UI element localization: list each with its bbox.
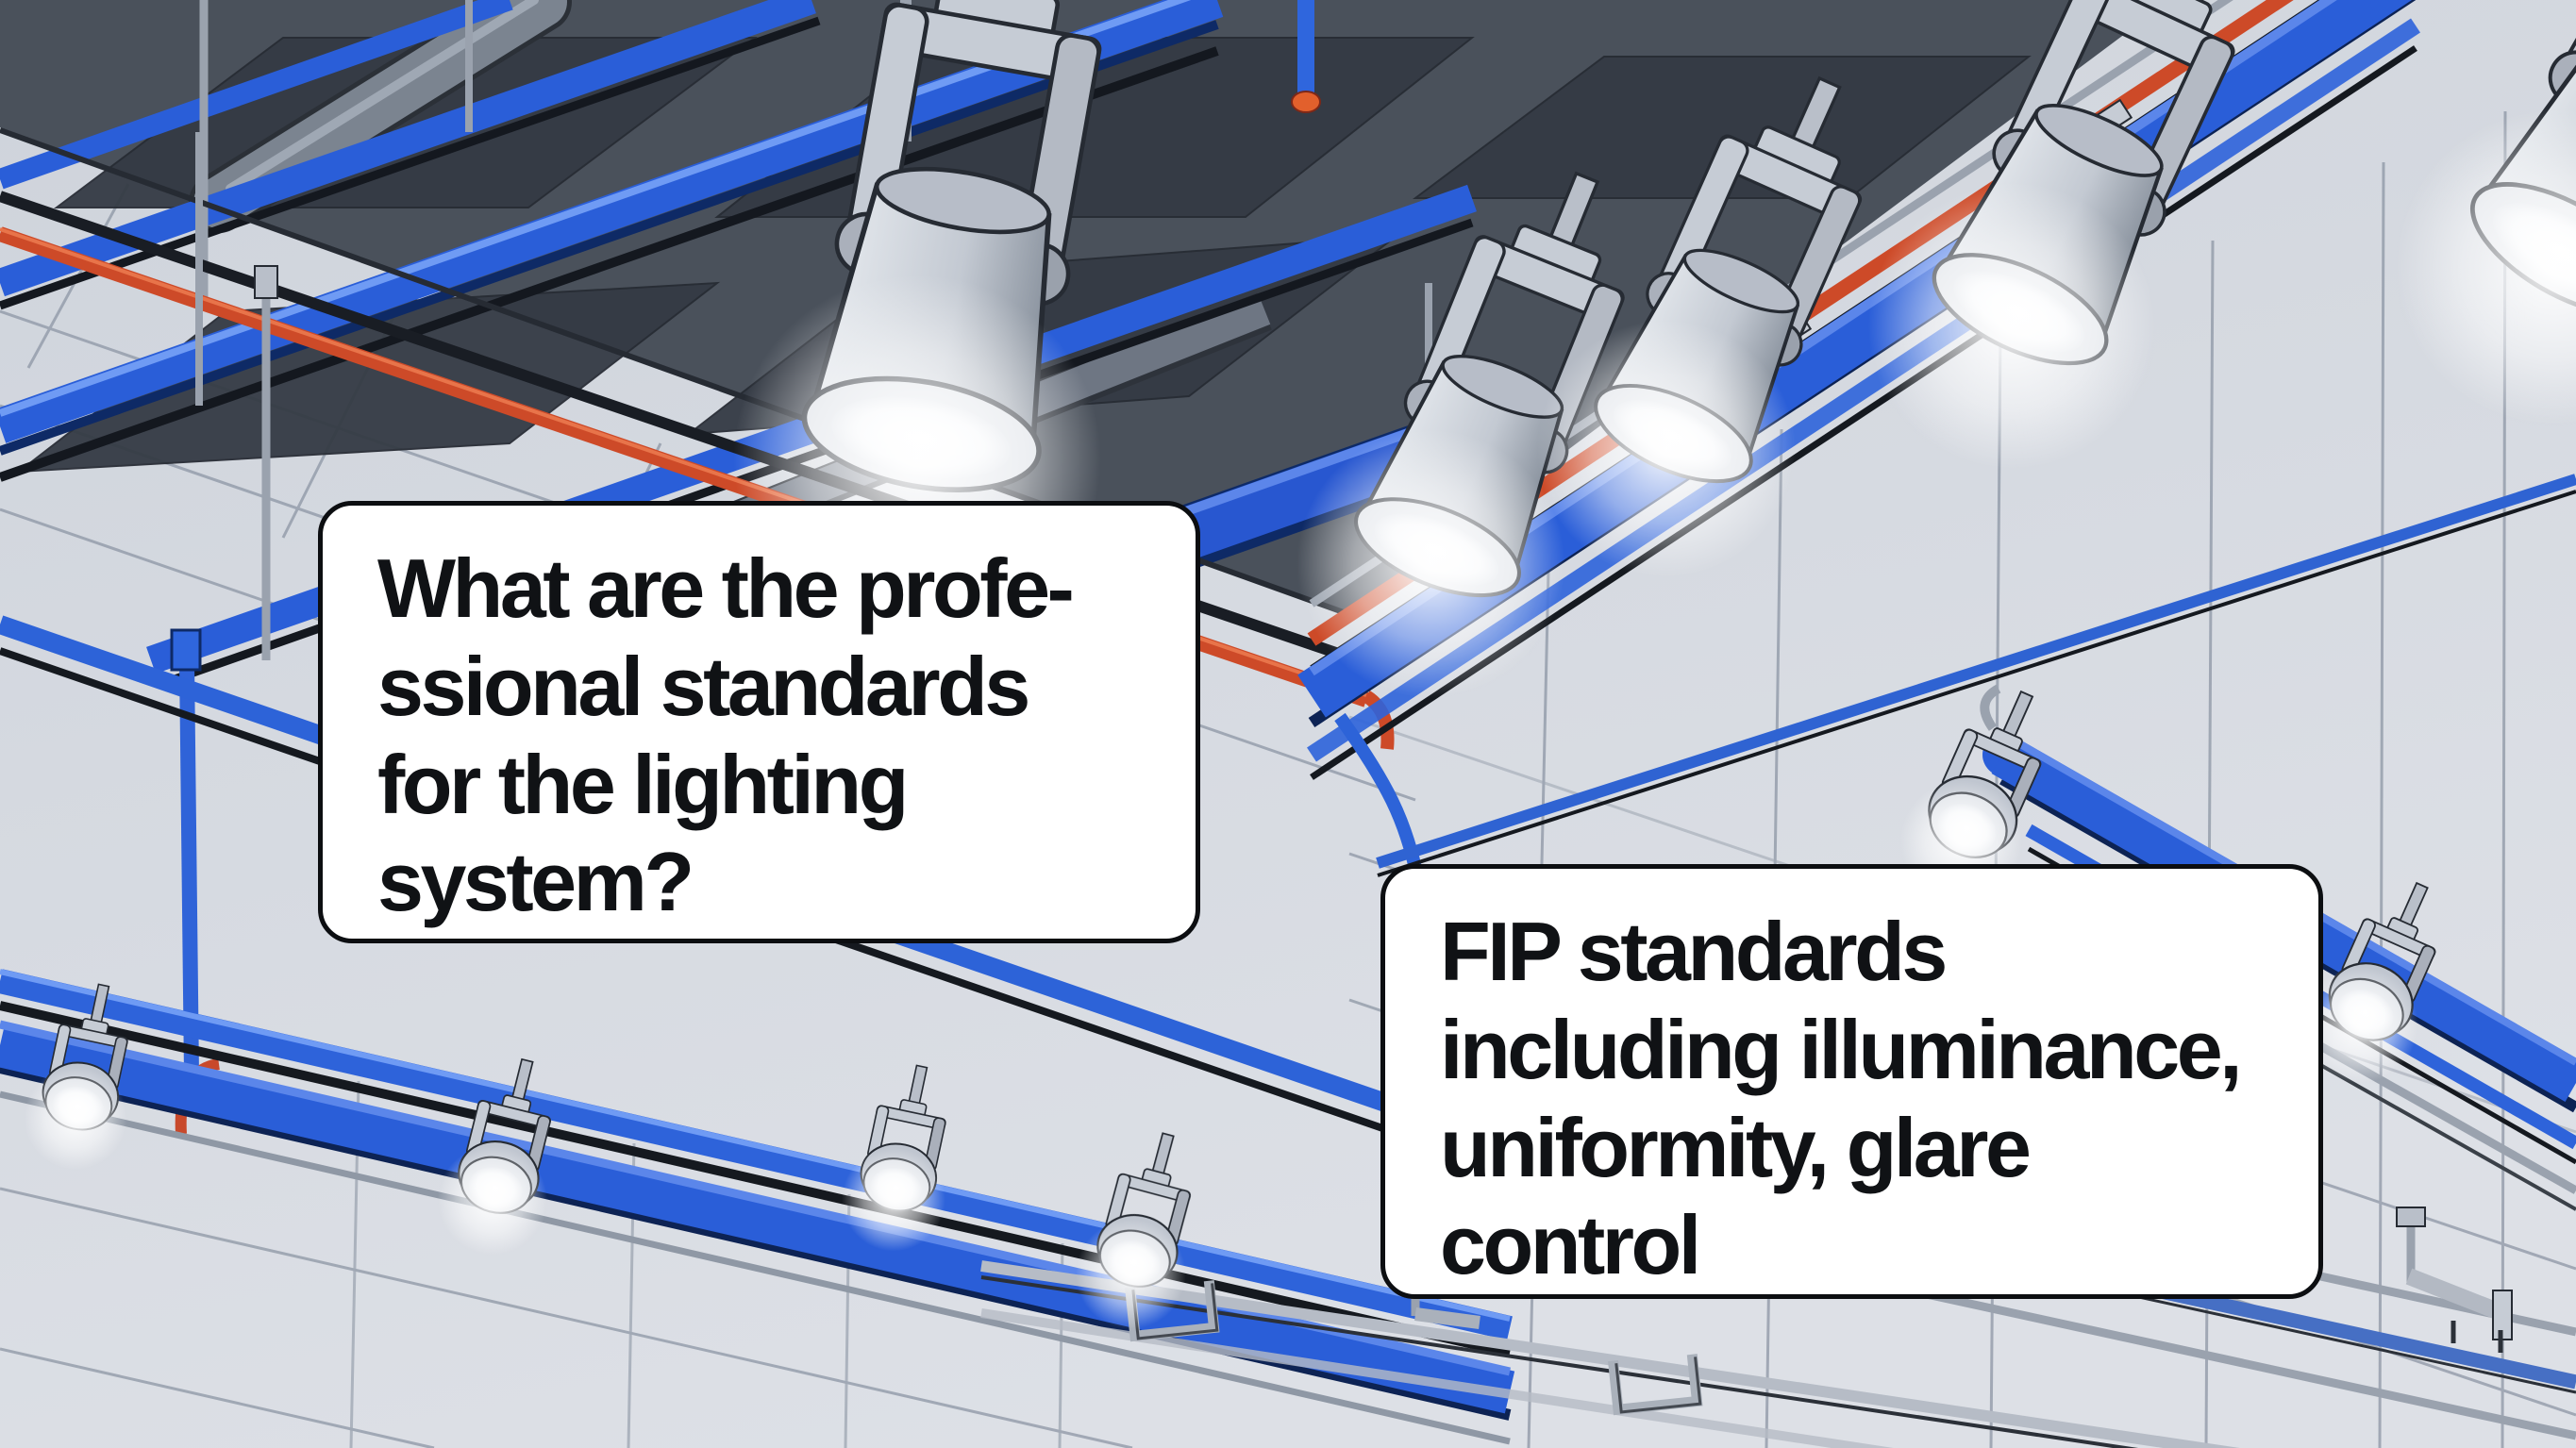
answer-line: including illuminance, — [1440, 1002, 2243, 1096]
rod-arm — [2405, 1268, 2506, 1322]
blue-drop-pipe — [179, 659, 199, 1076]
blue-elbow — [1334, 712, 1424, 879]
pipe-connector — [1291, 91, 1321, 113]
question-bubble: What are the profe- ssional standards fo… — [318, 501, 1200, 943]
answer-line: uniformity, glare — [1440, 1100, 2032, 1194]
answer-bubble: FIP standards including illuminance, uni… — [1380, 864, 2323, 1299]
question-line: system? — [377, 835, 694, 929]
answer-line: FIP standards — [1440, 905, 1948, 998]
rod-clamp — [2396, 1207, 2426, 1227]
question-line: for the lighting — [377, 737, 909, 831]
rod-foot — [1414, 1307, 1480, 1329]
question-line: What are the profe- — [377, 541, 1075, 635]
track-left — [0, 969, 1515, 1445]
question-line: ssional standards — [377, 639, 1030, 733]
answer-line: control — [1440, 1198, 1701, 1292]
thin-right-pipe — [1376, 474, 2576, 877]
junction-box — [170, 628, 202, 672]
rod-clamp — [254, 265, 278, 299]
rail-hook — [1980, 684, 2001, 731]
